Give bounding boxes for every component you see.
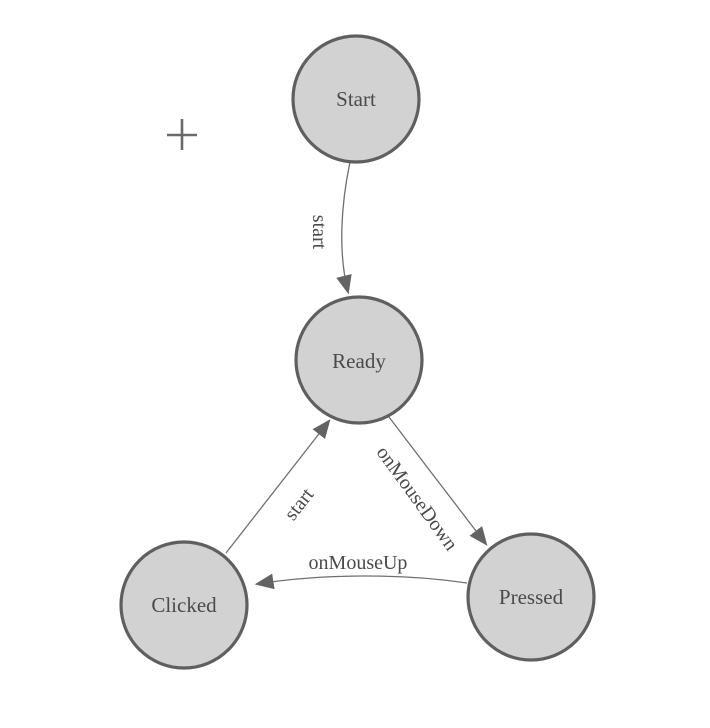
edge-label-start-ready: start: [308, 215, 330, 250]
state-label-clicked: Clicked: [151, 593, 217, 617]
state-circle: [119, 540, 249, 670]
state-label-start: Start: [336, 87, 376, 111]
edge-line[interactable]: [225, 419, 331, 554]
edge-label-onmouseup: onMouseUp: [309, 552, 408, 574]
edge-ready-to-pressed[interactable]: onMouseDown: [372, 416, 488, 555]
state-node-pressed[interactable]: Pressed: [466, 532, 596, 662]
nodes-layer: Start Ready Clicked Pressed: [119, 34, 596, 670]
edge-label-onmousedown: onMouseDown: [372, 442, 462, 555]
state-circle: [294, 295, 424, 425]
edge-label-clicked-ready: start: [280, 484, 319, 525]
state-label-pressed: Pressed: [499, 585, 564, 609]
state-label-ready: Ready: [332, 349, 386, 373]
edge-line[interactable]: [254, 573, 468, 590]
state-node-ready[interactable]: Ready: [294, 295, 424, 425]
edge-line[interactable]: [388, 416, 488, 546]
state-circle: [291, 34, 421, 164]
edge-clicked-to-ready[interactable]: start: [225, 419, 331, 554]
state-node-clicked[interactable]: Clicked: [119, 540, 249, 670]
edge-start-to-ready[interactable]: start: [308, 161, 352, 295]
edge-pressed-to-clicked[interactable]: onMouseUp: [254, 552, 468, 590]
edge-line[interactable]: [336, 161, 352, 295]
state-node-start[interactable]: Start: [291, 34, 421, 164]
state-circle: [466, 532, 596, 662]
crosshair-cursor-icon: [167, 119, 197, 150]
